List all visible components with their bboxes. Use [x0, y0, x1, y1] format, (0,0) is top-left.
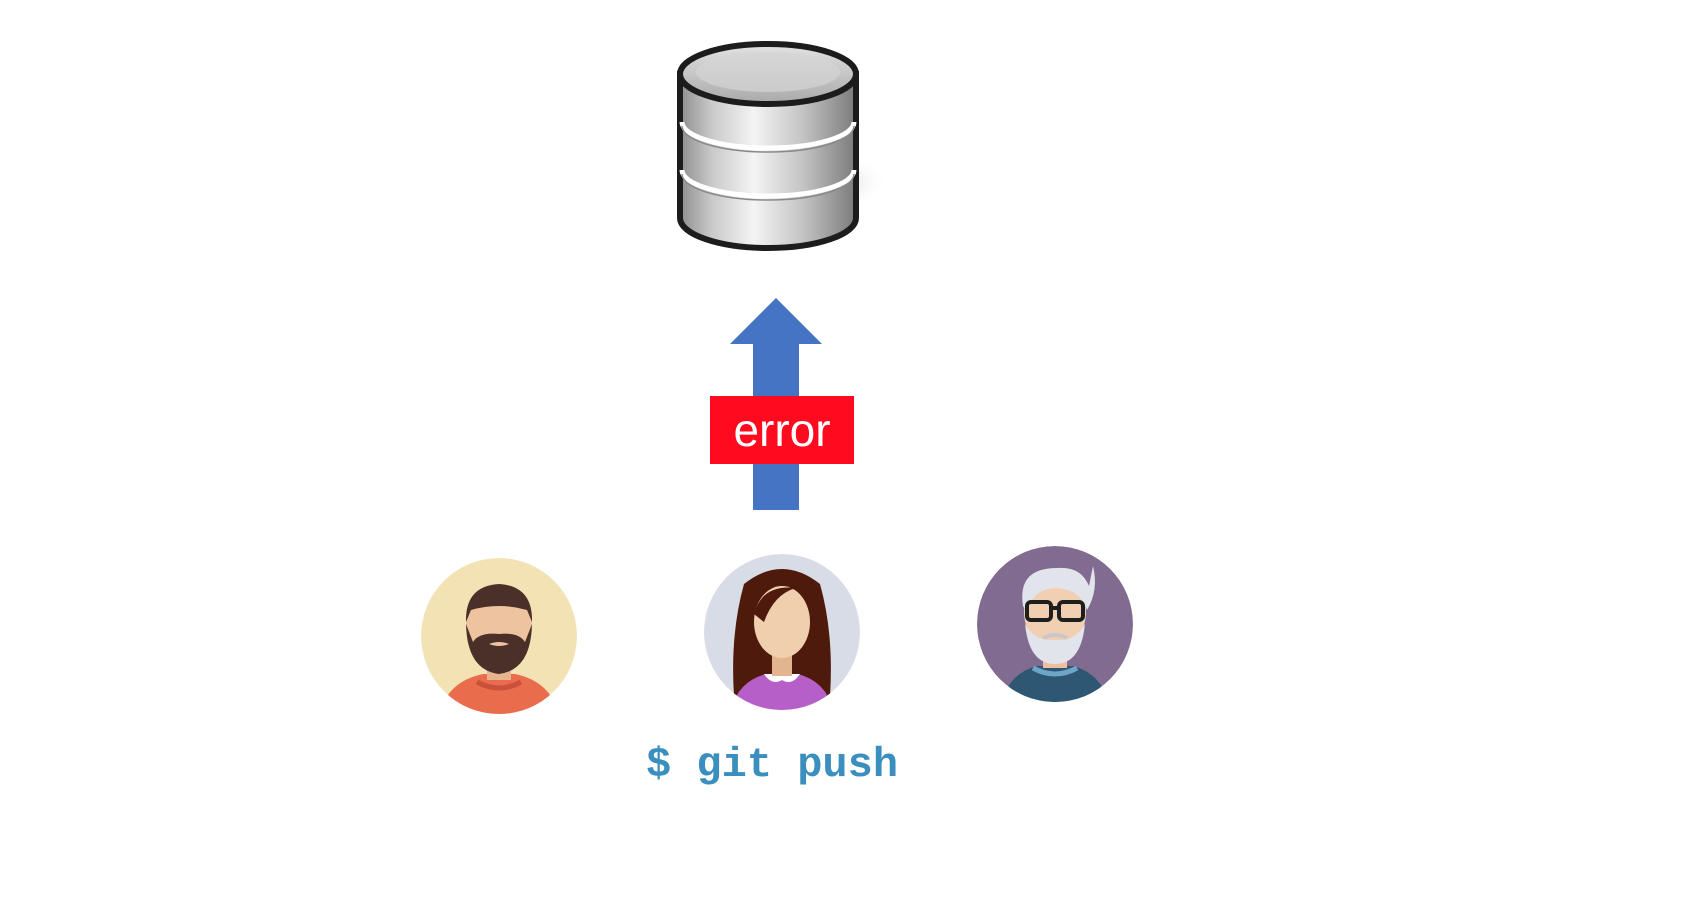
error-label: error [710, 396, 854, 464]
woman-avatar [704, 554, 860, 710]
old-man-glasses-avatar [977, 546, 1133, 702]
database-icon [677, 41, 888, 251]
bearded-man-avatar [421, 558, 577, 714]
error-label-text: error [733, 404, 831, 456]
git-push-command: $ git push [646, 741, 899, 789]
